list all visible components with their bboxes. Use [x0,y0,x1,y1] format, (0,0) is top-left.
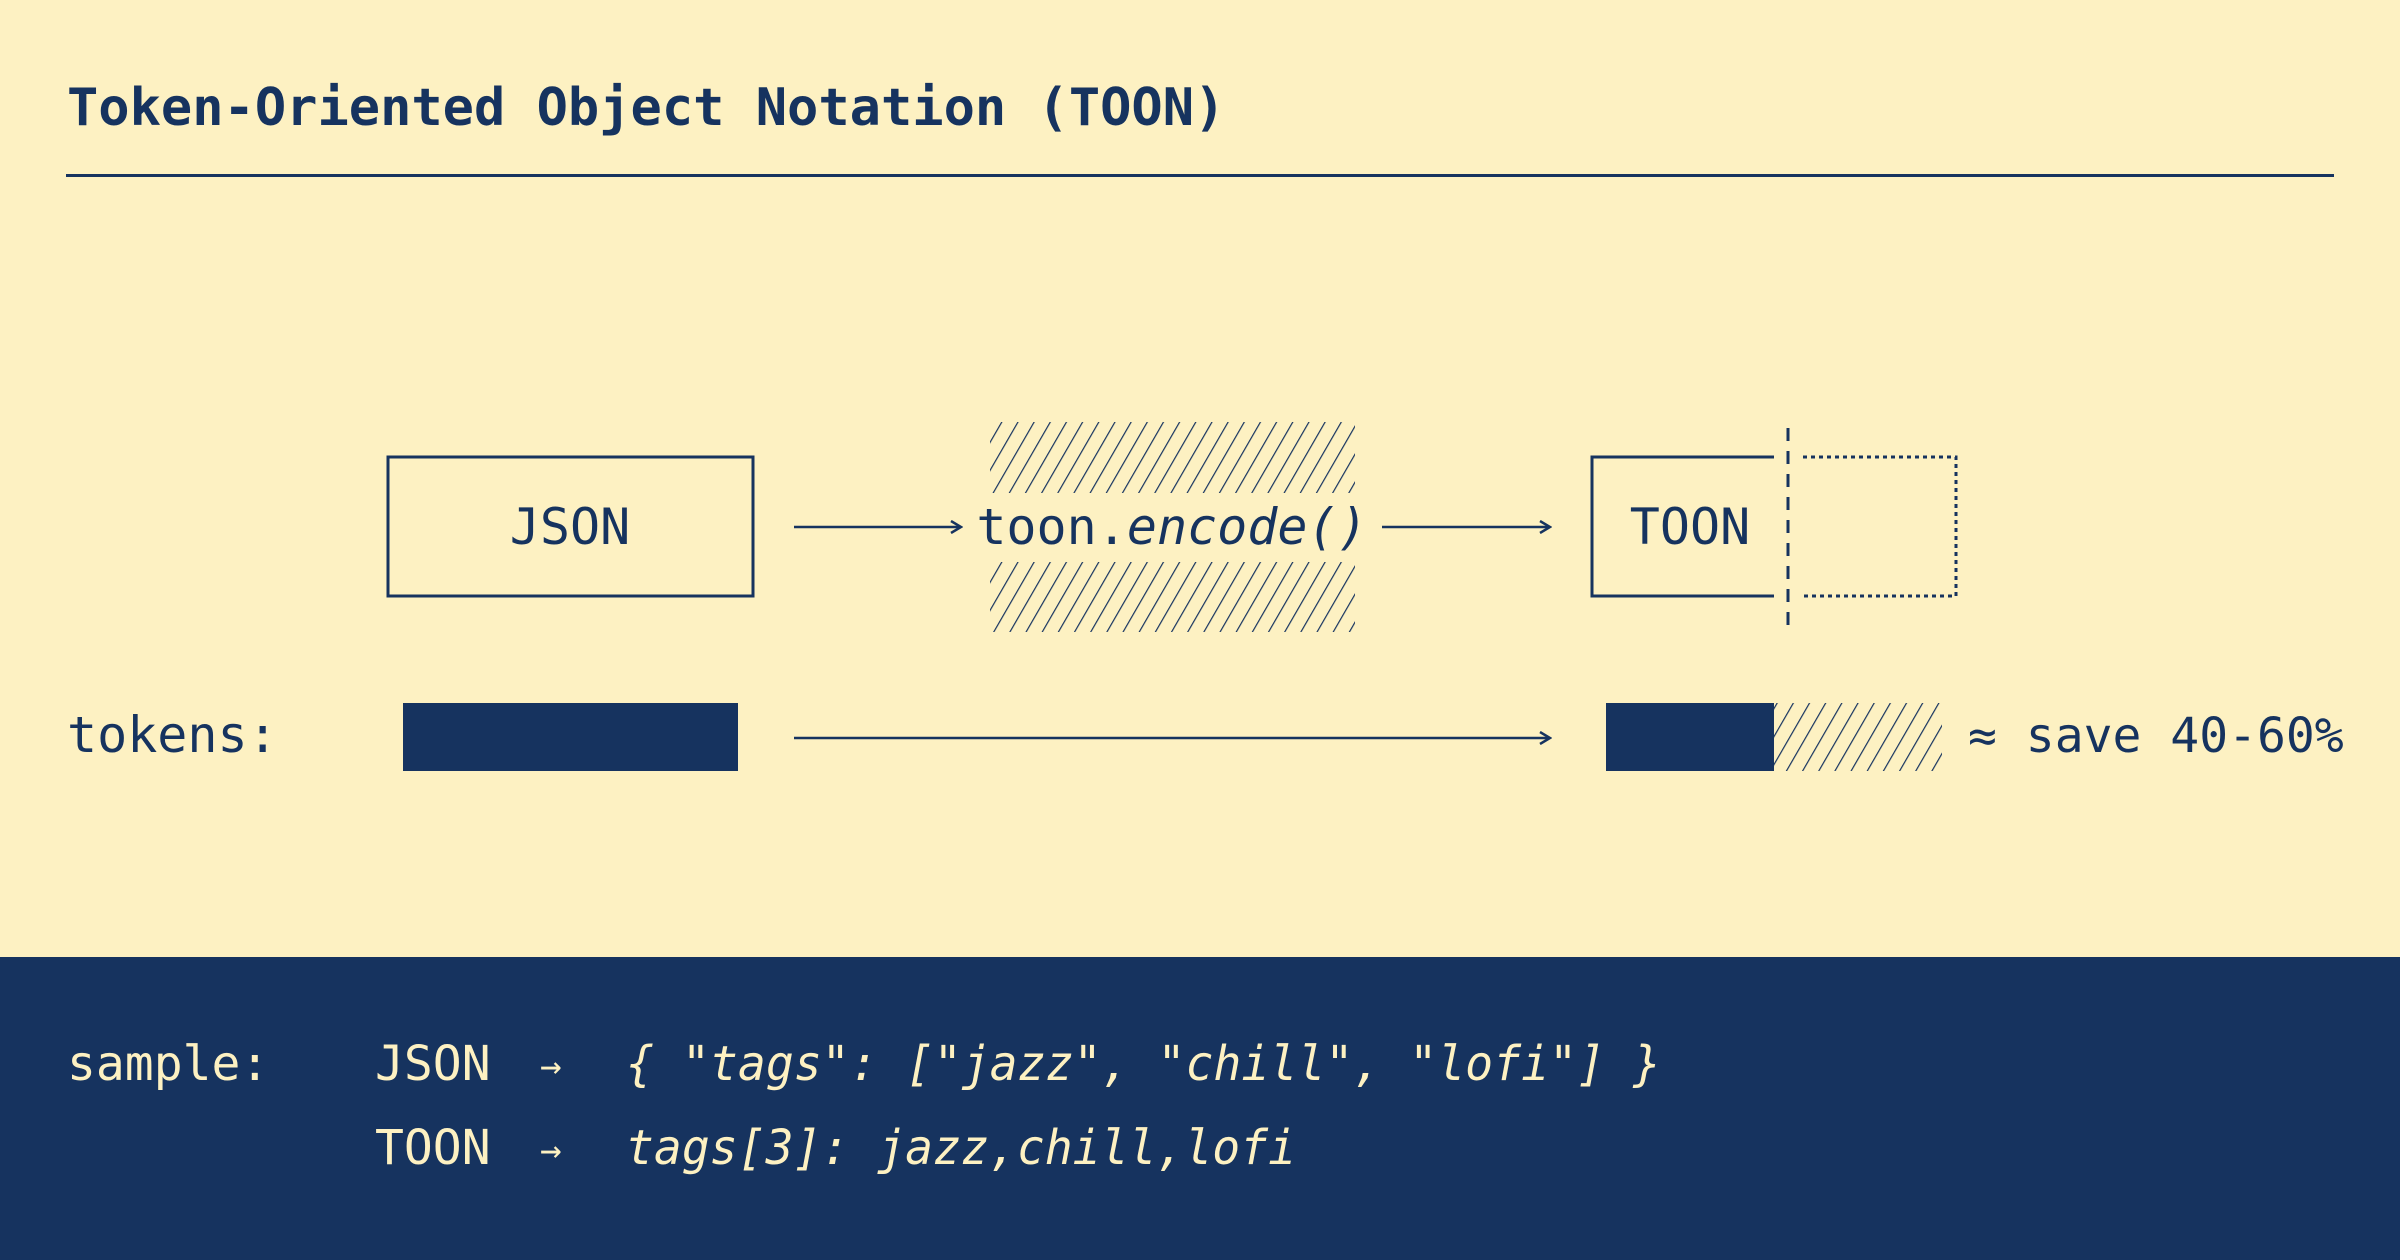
sample-json-arrow: → [540,1046,562,1087]
sample-label: sample: [67,1036,269,1092]
encoder-hatch-bottom [990,562,1355,632]
toon-token-bar [1606,703,1774,771]
savings-label: ≈ save 40-60% [1968,708,2344,764]
encoder-prefix: toon. [976,498,1127,556]
toon-box-saved-region [1803,455,1958,598]
sample-toon-code: tags[3]: jazz,chill,lofi [626,1120,1296,1176]
encoder-call: encode() [1127,498,1368,556]
toon-box-label: TOON [1630,498,1750,556]
json-box [386,455,755,598]
json-token-bar [403,703,738,771]
sample-toon-format: TOON [375,1120,491,1176]
toon-box [1590,455,1774,598]
page-title: Token-Oriented Object Notation (TOON) [67,78,1225,138]
title-divider [66,174,2334,177]
encoder-hatch-top [990,422,1355,493]
encoder-label: toon.encode() [976,498,1367,556]
sample-band [0,957,2400,1260]
json-box-label: JSON [510,498,630,556]
sample-json-format: JSON [375,1036,491,1092]
sample-json-code: { "tags": ["jazz", "chill", "lofi"] } [626,1036,1661,1092]
sample-toon-arrow: → [540,1130,562,1171]
tokens-label: tokens: [67,706,278,764]
toon-token-bar-saved [1774,703,1942,771]
